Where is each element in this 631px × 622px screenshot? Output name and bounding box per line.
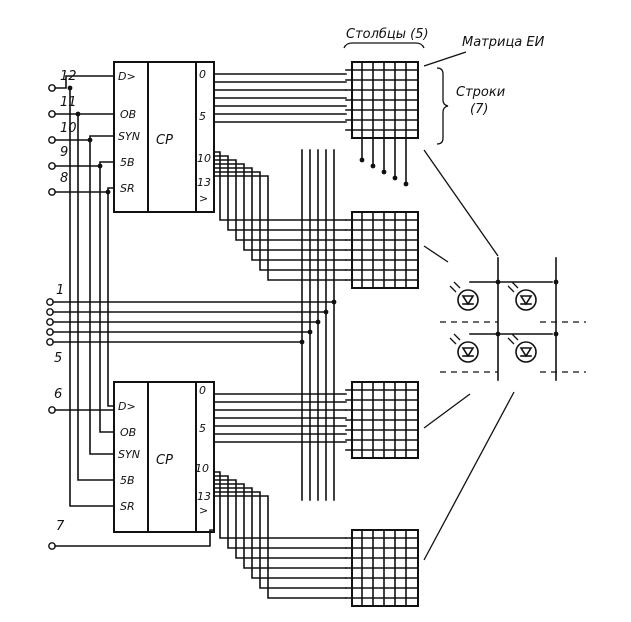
light-ray [507,281,519,293]
row-drive-wire [213,151,347,221]
chip-1-name: CP [156,133,173,148]
led-icon [457,341,479,363]
diode-triangle [519,347,533,358]
matrix-1 [345,61,419,139]
zoom-line [423,245,449,263]
matrix-3 [345,381,419,459]
row-drive-wire [213,167,347,261]
terminal-label-6: 6 [54,387,62,402]
chip-1-output-10: 10 [197,152,211,165]
light-ray [449,281,461,293]
diode-triangle [461,347,475,358]
rows-count-label: (7) [470,102,488,117]
middle-input-bus [46,298,337,346]
row-drive-wire [213,483,347,569]
clock-wire [54,529,215,547]
junction-dot [553,331,559,337]
matrix-label: Матрица ЕИ [462,35,545,50]
matrix-pointer [423,51,467,67]
row-drive-wire [213,495,347,599]
matrix-4 [345,529,419,607]
row-drive-wire [213,471,347,539]
led-matrices [345,61,419,607]
chip-2-output-bus [213,393,347,599]
shift-register-chip-1: CP D> OB SYN 5B SR 0 5 10 13 > [113,61,215,213]
chip-2-name: CP [156,453,173,468]
chip-2-input-d: D> [118,400,136,413]
row-drive-wire [213,171,347,271]
row-drive-wire [213,155,347,231]
chip-1-output-13: 13 [197,176,211,189]
row-drive-wire [213,487,347,579]
diode-triangle [461,295,475,306]
light-ray [449,333,461,345]
chip-2-input-sr: SR [120,500,135,513]
bottom-input-wires [48,406,215,550]
top-input-wires [48,75,115,507]
chip-2-output-clk: > [199,504,208,517]
junction-dot [553,279,559,285]
chip-2-input-syn: SYN [118,448,140,461]
chip-2-output-0: 0 [199,384,206,397]
columns-label: Столбцы (5) [346,27,429,42]
terminal-label-5: 5 [54,351,62,366]
chip-2-output-10: 10 [195,462,209,475]
cascade-wire [107,191,115,407]
terminal-label-1: 1 [56,283,64,298]
row-drive-wire [213,159,347,241]
led-icon [515,341,537,363]
led-detail-inset [423,149,586,561]
rows-label: Строки [456,85,505,100]
junction-dot [105,189,111,195]
row-drive-wire [213,175,347,281]
row-drive-wire [213,479,347,559]
led-icon [457,289,479,311]
terminal-label-10: 10 [60,121,77,136]
matrix-2 [345,211,419,289]
shift-register-chip-2: CP D> OB SYN 5B SR 0 5 10 13 > [113,381,215,533]
junction-dot [97,163,103,169]
row-drive-wire [213,475,347,549]
chip-1-output-0: 0 [199,68,206,81]
zoom-line [423,393,471,429]
input-wire [54,161,115,167]
cascade-wire [89,139,115,455]
rows-brace [436,67,449,145]
chip-2-output-5: 5 [199,422,206,435]
chip-1-input-d: D> [118,70,136,83]
row-drive-wire [213,163,347,251]
cascade-wire [77,113,115,481]
zoom-line [423,391,515,561]
row-drive-wire [213,491,347,589]
chip-2-output-13: 13 [197,490,211,503]
terminal-label-9: 9 [60,145,68,160]
led-icon [515,289,537,311]
junction-dot [495,279,501,285]
cascade-wire [99,165,115,433]
input-wire [54,187,115,193]
junction-dot [87,137,93,143]
junction-dot [75,111,81,117]
light-ray [507,333,519,345]
input-wire [54,135,115,141]
columns-brace [343,42,425,49]
diode-triangle [519,295,533,306]
chip-1-output-5: 5 [199,110,206,123]
chip-2-input-5b: 5B [120,474,135,487]
chip-1-input-syn: SYN [118,130,140,143]
cascade-wire [69,87,115,507]
input-wire [54,75,115,89]
terminal-label-11: 11 [60,95,77,110]
chip-2-input-ob: OB [120,426,136,439]
junction-dot [67,85,73,91]
chip-1-output-clk: > [199,192,208,205]
chip-1-input-ob: OB [120,108,136,121]
zoom-line [423,149,499,257]
terminal-label-8: 8 [60,171,68,186]
terminal-label-7: 7 [56,519,65,534]
chip-1-input-5b: 5B [120,156,135,169]
junction-dot [495,331,501,337]
chip-1-input-sr: SR [120,182,135,195]
